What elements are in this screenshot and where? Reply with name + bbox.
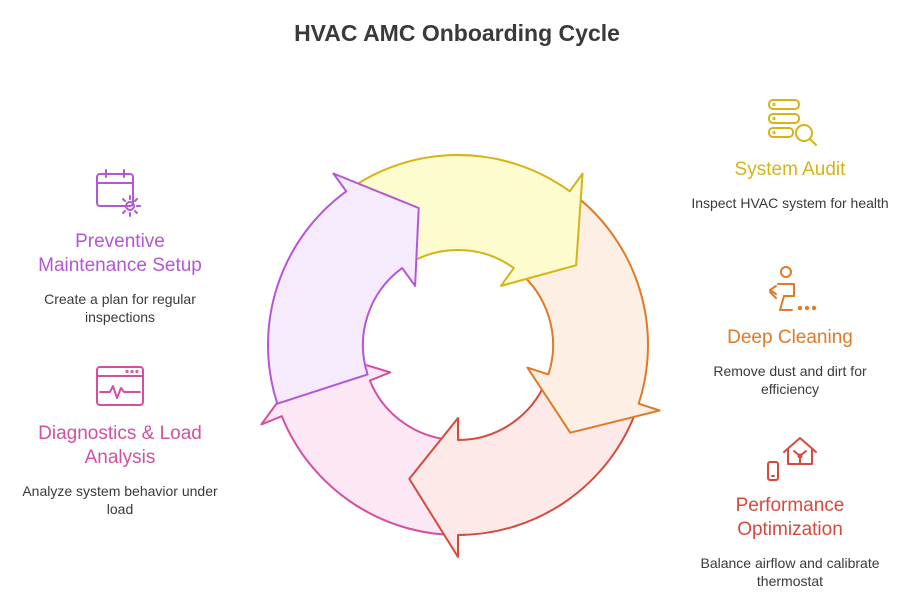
cycle-arrow-preventive-maintenance-setup <box>267 172 420 405</box>
server-search-icon <box>768 99 817 146</box>
step-desc-diagnostics: Analyze system behavior under load <box>22 483 218 517</box>
step-title-system-audit: System Audit <box>734 159 846 180</box>
diagram-title: HVAC AMC Onboarding Cycle <box>294 20 620 46</box>
calendar-gear-icon <box>96 169 141 217</box>
step-title-performance-optimization: Performance Optimization <box>735 495 845 540</box>
step-desc-performance-optimization: Balance airflow and calibrate thermostat <box>700 555 880 589</box>
step-title-deep-cleaning: Deep Cleaning <box>727 327 853 348</box>
cycle-arrow-diagnostics-load-analysis <box>260 349 466 536</box>
smart-home-fan-icon <box>767 437 817 481</box>
cleaning-person-icon <box>769 266 817 311</box>
step-desc-system-audit: Inspect HVAC system for health <box>691 195 889 211</box>
step-title-preventive-maintenance: Preventive Maintenance Setup <box>38 231 202 276</box>
step-title-diagnostics: Diagnostics & Load Analysis <box>38 423 202 468</box>
monitor-pulse-icon <box>96 366 144 406</box>
step-desc-preventive-maintenance: Create a plan for regular inspections <box>44 291 196 325</box>
step-desc-deep-cleaning: Remove dust and dirt for efficiency <box>713 363 867 397</box>
